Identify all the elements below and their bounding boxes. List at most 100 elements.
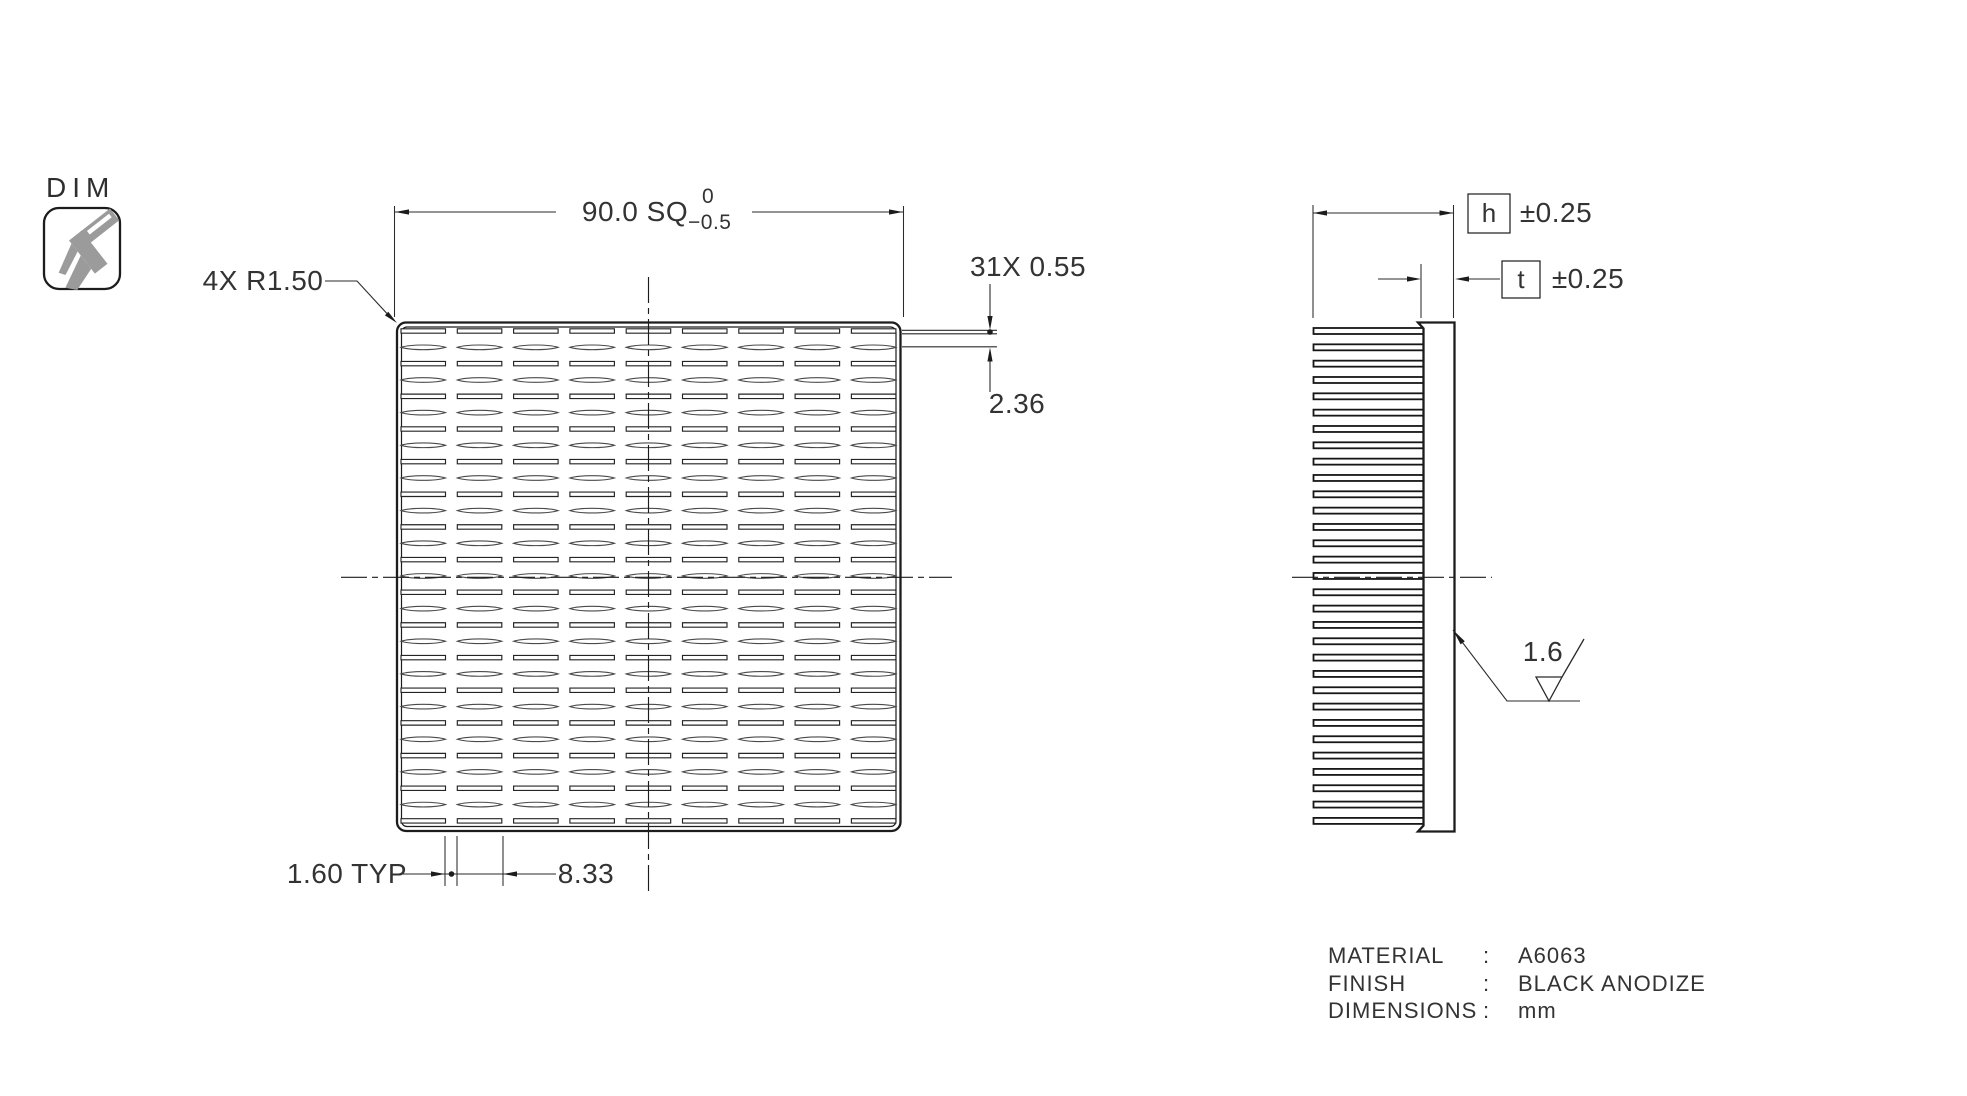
fin-slot <box>793 442 842 449</box>
fin-slot <box>680 409 729 416</box>
fin-slot <box>569 426 615 432</box>
fin-slot <box>849 736 898 743</box>
fin-slot <box>400 524 447 530</box>
fin-slot <box>455 344 504 351</box>
fin-slot <box>400 360 447 367</box>
fin-slot <box>399 409 448 416</box>
fin-slot <box>850 589 897 596</box>
arrowhead-slot-down <box>987 316 993 330</box>
fin-slot <box>513 687 559 694</box>
arrowhead-h-left <box>1313 210 1327 216</box>
fin-slot <box>850 393 897 400</box>
caliper-icon <box>58 208 120 290</box>
fin-slot <box>738 589 784 596</box>
fin-slot <box>455 801 504 808</box>
fin-slot <box>680 703 729 710</box>
fin-slot <box>738 458 784 465</box>
fin-slot <box>794 458 841 465</box>
fin-slot <box>850 491 897 498</box>
fin-slot <box>736 377 786 383</box>
t-symbol-box <box>1501 260 1541 299</box>
fin-slot <box>736 703 786 710</box>
side-fin <box>1312 408 1425 417</box>
fin-slot <box>513 752 559 759</box>
col-gap-text: 1.60 TYP <box>287 858 407 889</box>
fin-slot <box>399 703 448 710</box>
fin-slot <box>736 540 786 547</box>
side-fin <box>1312 735 1425 744</box>
fin-slot <box>793 671 842 677</box>
fin-slot <box>681 720 728 726</box>
h-symbol: h <box>1482 198 1496 228</box>
t-tolerance: ±0.25 <box>1552 263 1624 294</box>
fin-slot <box>511 703 560 710</box>
dim-overall-tol-upper: 0 <box>702 185 714 208</box>
fin-slot <box>681 393 728 400</box>
slot-ext-lines <box>902 329 997 348</box>
side-view <box>1292 321 1492 833</box>
fin-slot <box>511 736 560 743</box>
fin-slot <box>849 442 898 449</box>
fin-slot <box>568 377 617 383</box>
fin-slot <box>736 769 786 775</box>
fin-slot <box>794 328 841 334</box>
fin-slot <box>511 769 560 775</box>
side-fin <box>1312 572 1425 580</box>
fin-slot <box>680 507 729 514</box>
fin-slot <box>681 818 728 824</box>
fin-slot <box>738 785 784 792</box>
fin-slot <box>849 507 898 514</box>
fin-slot <box>793 801 842 808</box>
fin-slot <box>680 769 729 775</box>
side-fin <box>1312 457 1425 466</box>
side-fin <box>1312 327 1425 335</box>
side-fin <box>1312 768 1425 776</box>
fin-slot <box>513 491 559 498</box>
fin-slot <box>399 344 448 351</box>
fin-slot <box>568 409 617 416</box>
dim-badge: DIM <box>42 172 122 291</box>
fin-slot <box>511 475 560 481</box>
fin-slot <box>569 785 615 792</box>
fin-slot <box>400 393 447 400</box>
side-fin <box>1312 702 1425 711</box>
fin-slot <box>736 801 786 808</box>
fin-slot <box>511 801 560 808</box>
side-fins <box>1312 327 1425 825</box>
fin-slot <box>794 818 841 824</box>
fin-slot <box>681 491 728 498</box>
fin-slot <box>850 622 897 628</box>
fin-slot <box>793 475 842 481</box>
top-view <box>341 277 952 893</box>
fin-slot <box>513 458 559 465</box>
fin-slot <box>794 393 841 400</box>
fin-slot <box>794 524 841 530</box>
side-fin <box>1312 392 1425 401</box>
fin-slot <box>569 458 615 465</box>
fin-slot <box>456 458 503 465</box>
fin-slot <box>513 360 559 367</box>
fin-slot <box>399 475 448 481</box>
fin-slot <box>455 442 504 449</box>
arrowhead-right <box>889 209 903 215</box>
fin-slot <box>681 785 728 792</box>
fin-slot <box>455 638 504 645</box>
fin-slot <box>399 605 448 612</box>
dim-overall-tol-lower: −0.5 <box>688 211 731 234</box>
fin-slot <box>850 524 897 530</box>
side-fin <box>1312 686 1425 695</box>
fin-slot <box>400 458 447 465</box>
fin-slot <box>456 687 503 694</box>
fin-slot <box>793 769 842 775</box>
fin-slot <box>513 524 559 530</box>
fin-slot <box>511 540 560 547</box>
fin-slot <box>680 801 729 808</box>
fin-slot <box>736 507 786 514</box>
fin-slot <box>513 589 559 596</box>
side-fin <box>1312 506 1425 515</box>
fin-slot <box>455 409 504 416</box>
fin-slot <box>399 638 448 645</box>
fin-slot <box>455 475 504 481</box>
fin-slot <box>569 328 615 334</box>
